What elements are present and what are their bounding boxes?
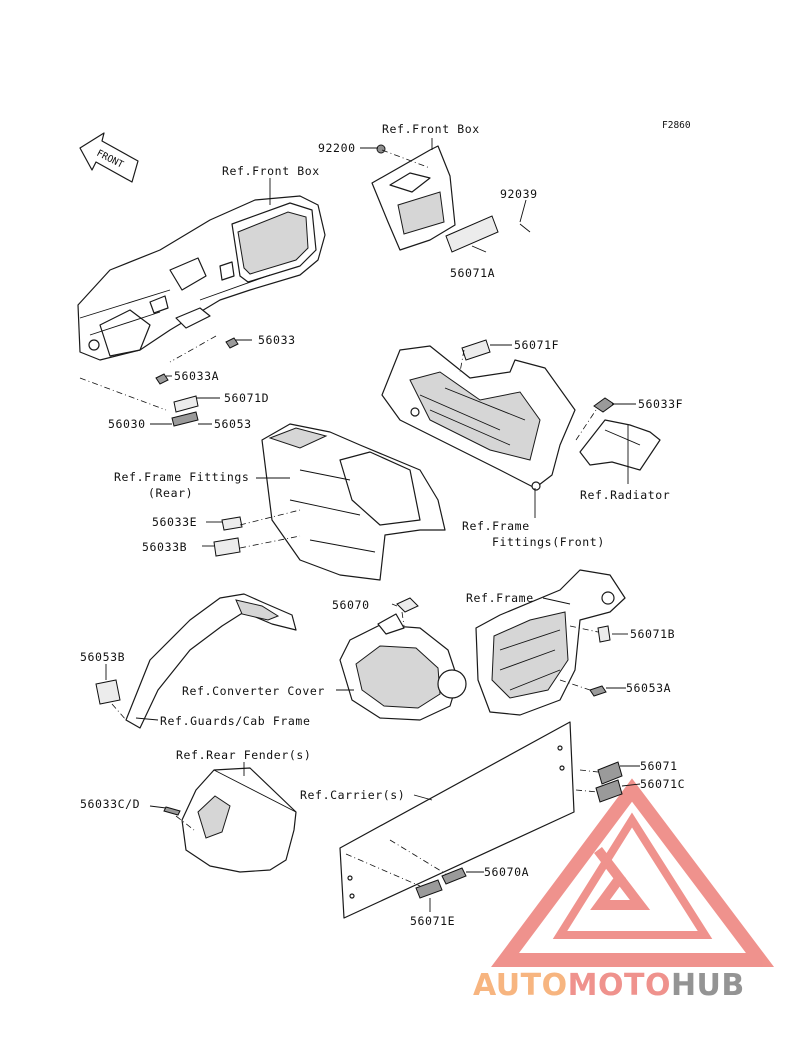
label-ref-guards-cab-frame: Ref.Guards/Cab Frame	[160, 714, 310, 728]
fastener-56033	[225, 337, 239, 349]
rear-fender	[181, 767, 297, 873]
label-92039: 92039	[500, 187, 538, 201]
decal-56071	[597, 761, 623, 785]
decal-56053B	[95, 679, 121, 705]
label-ref-frame-fittings-front-line2: Fittings(Front)	[492, 535, 605, 549]
leader-lines	[79, 138, 641, 912]
label-56033: 56033	[258, 333, 296, 347]
label-56071C: 56071C	[640, 777, 685, 791]
main-frame	[475, 569, 626, 716]
label-56071A: 56071A	[450, 266, 495, 280]
label-56033E: 56033E	[152, 515, 197, 529]
decal-56033E	[221, 516, 243, 531]
label-56071B: 56071B	[630, 627, 675, 641]
dashboard-panel-assembly	[77, 195, 326, 361]
decal-56033F	[593, 397, 615, 413]
label-56033A: 56033A	[174, 369, 219, 383]
decal-56033CD	[163, 806, 181, 816]
label-ref-front-box-dash: Ref.Front Box	[222, 164, 320, 178]
watermark-text-hub: HUB	[671, 968, 745, 1003]
decal-56030	[171, 411, 199, 427]
label-56033B: 56033B	[142, 540, 187, 554]
figure-code: F2860	[662, 120, 691, 131]
label-56071: 56071	[640, 759, 678, 773]
label-92200: 92200	[318, 141, 356, 155]
decal-56071D	[173, 395, 199, 413]
label-56053B: 56053B	[80, 650, 125, 664]
callout-labels: Ref.Front Box Ref.Front Box 92200 92039 …	[80, 122, 685, 928]
watermark-text-auto: AUTO	[473, 968, 568, 1003]
label-56070A: 56070A	[484, 865, 529, 879]
watermark-triangle-icon	[491, 778, 775, 967]
frame-fittings-rear	[261, 423, 446, 581]
decal-56071E	[415, 879, 443, 899]
decal-56071C	[595, 779, 623, 803]
front-direction-arrow-icon: FRONT	[79, 132, 139, 183]
guards-cab-frame	[125, 593, 297, 729]
decal-56053A	[589, 685, 607, 697]
decal-56071B	[597, 625, 611, 643]
label-ref-frame: Ref.Frame	[466, 591, 534, 605]
label-56053: 56053	[214, 417, 252, 431]
label-56033F: 56033F	[638, 397, 683, 411]
decal-56071A	[445, 215, 499, 253]
decal-56071F	[461, 339, 491, 361]
label-56053A: 56053A	[626, 681, 671, 695]
front-box-lid	[371, 144, 531, 251]
label-ref-carrier: Ref.Carrier(s)	[300, 788, 405, 802]
carrier-panel	[339, 721, 575, 919]
decal-56070A	[441, 867, 467, 885]
watermark-logo: AUTOMOTOHUB	[473, 778, 775, 1003]
frame-fittings-front	[381, 345, 576, 491]
label-ref-frame-fittings-rear-line2: (Rear)	[148, 486, 193, 500]
label-56071F: 56071F	[514, 338, 559, 352]
label-56030: 56030	[108, 417, 146, 431]
radiator-bracket	[579, 419, 661, 471]
label-56070: 56070	[332, 598, 370, 612]
label-ref-front-box-top: Ref.Front Box	[382, 122, 480, 136]
label-ref-frame-fittings-rear-line1: Ref.Frame Fittings	[114, 470, 249, 484]
label-ref-rear-fender: Ref.Rear Fender(s)	[176, 748, 311, 762]
label-56071E: 56071E	[410, 914, 455, 928]
decal-56070	[396, 597, 419, 613]
label-ref-radiator: Ref.Radiator	[580, 488, 670, 502]
fastener-56033A	[155, 373, 169, 385]
converter-cover	[339, 613, 467, 721]
decal-56033B	[213, 537, 241, 557]
label-ref-frame-fittings-front-line1: Ref.Frame	[462, 519, 530, 533]
label-ref-converter-cover: Ref.Converter Cover	[182, 684, 325, 698]
label-56071D: 56071D	[224, 391, 269, 405]
watermark-text-moto: MOTO	[568, 968, 671, 1003]
svg-text:AUTOMOTOHUB: AUTOMOTOHUB	[473, 968, 745, 1003]
label-56033CD: 56033C/D	[80, 797, 140, 811]
